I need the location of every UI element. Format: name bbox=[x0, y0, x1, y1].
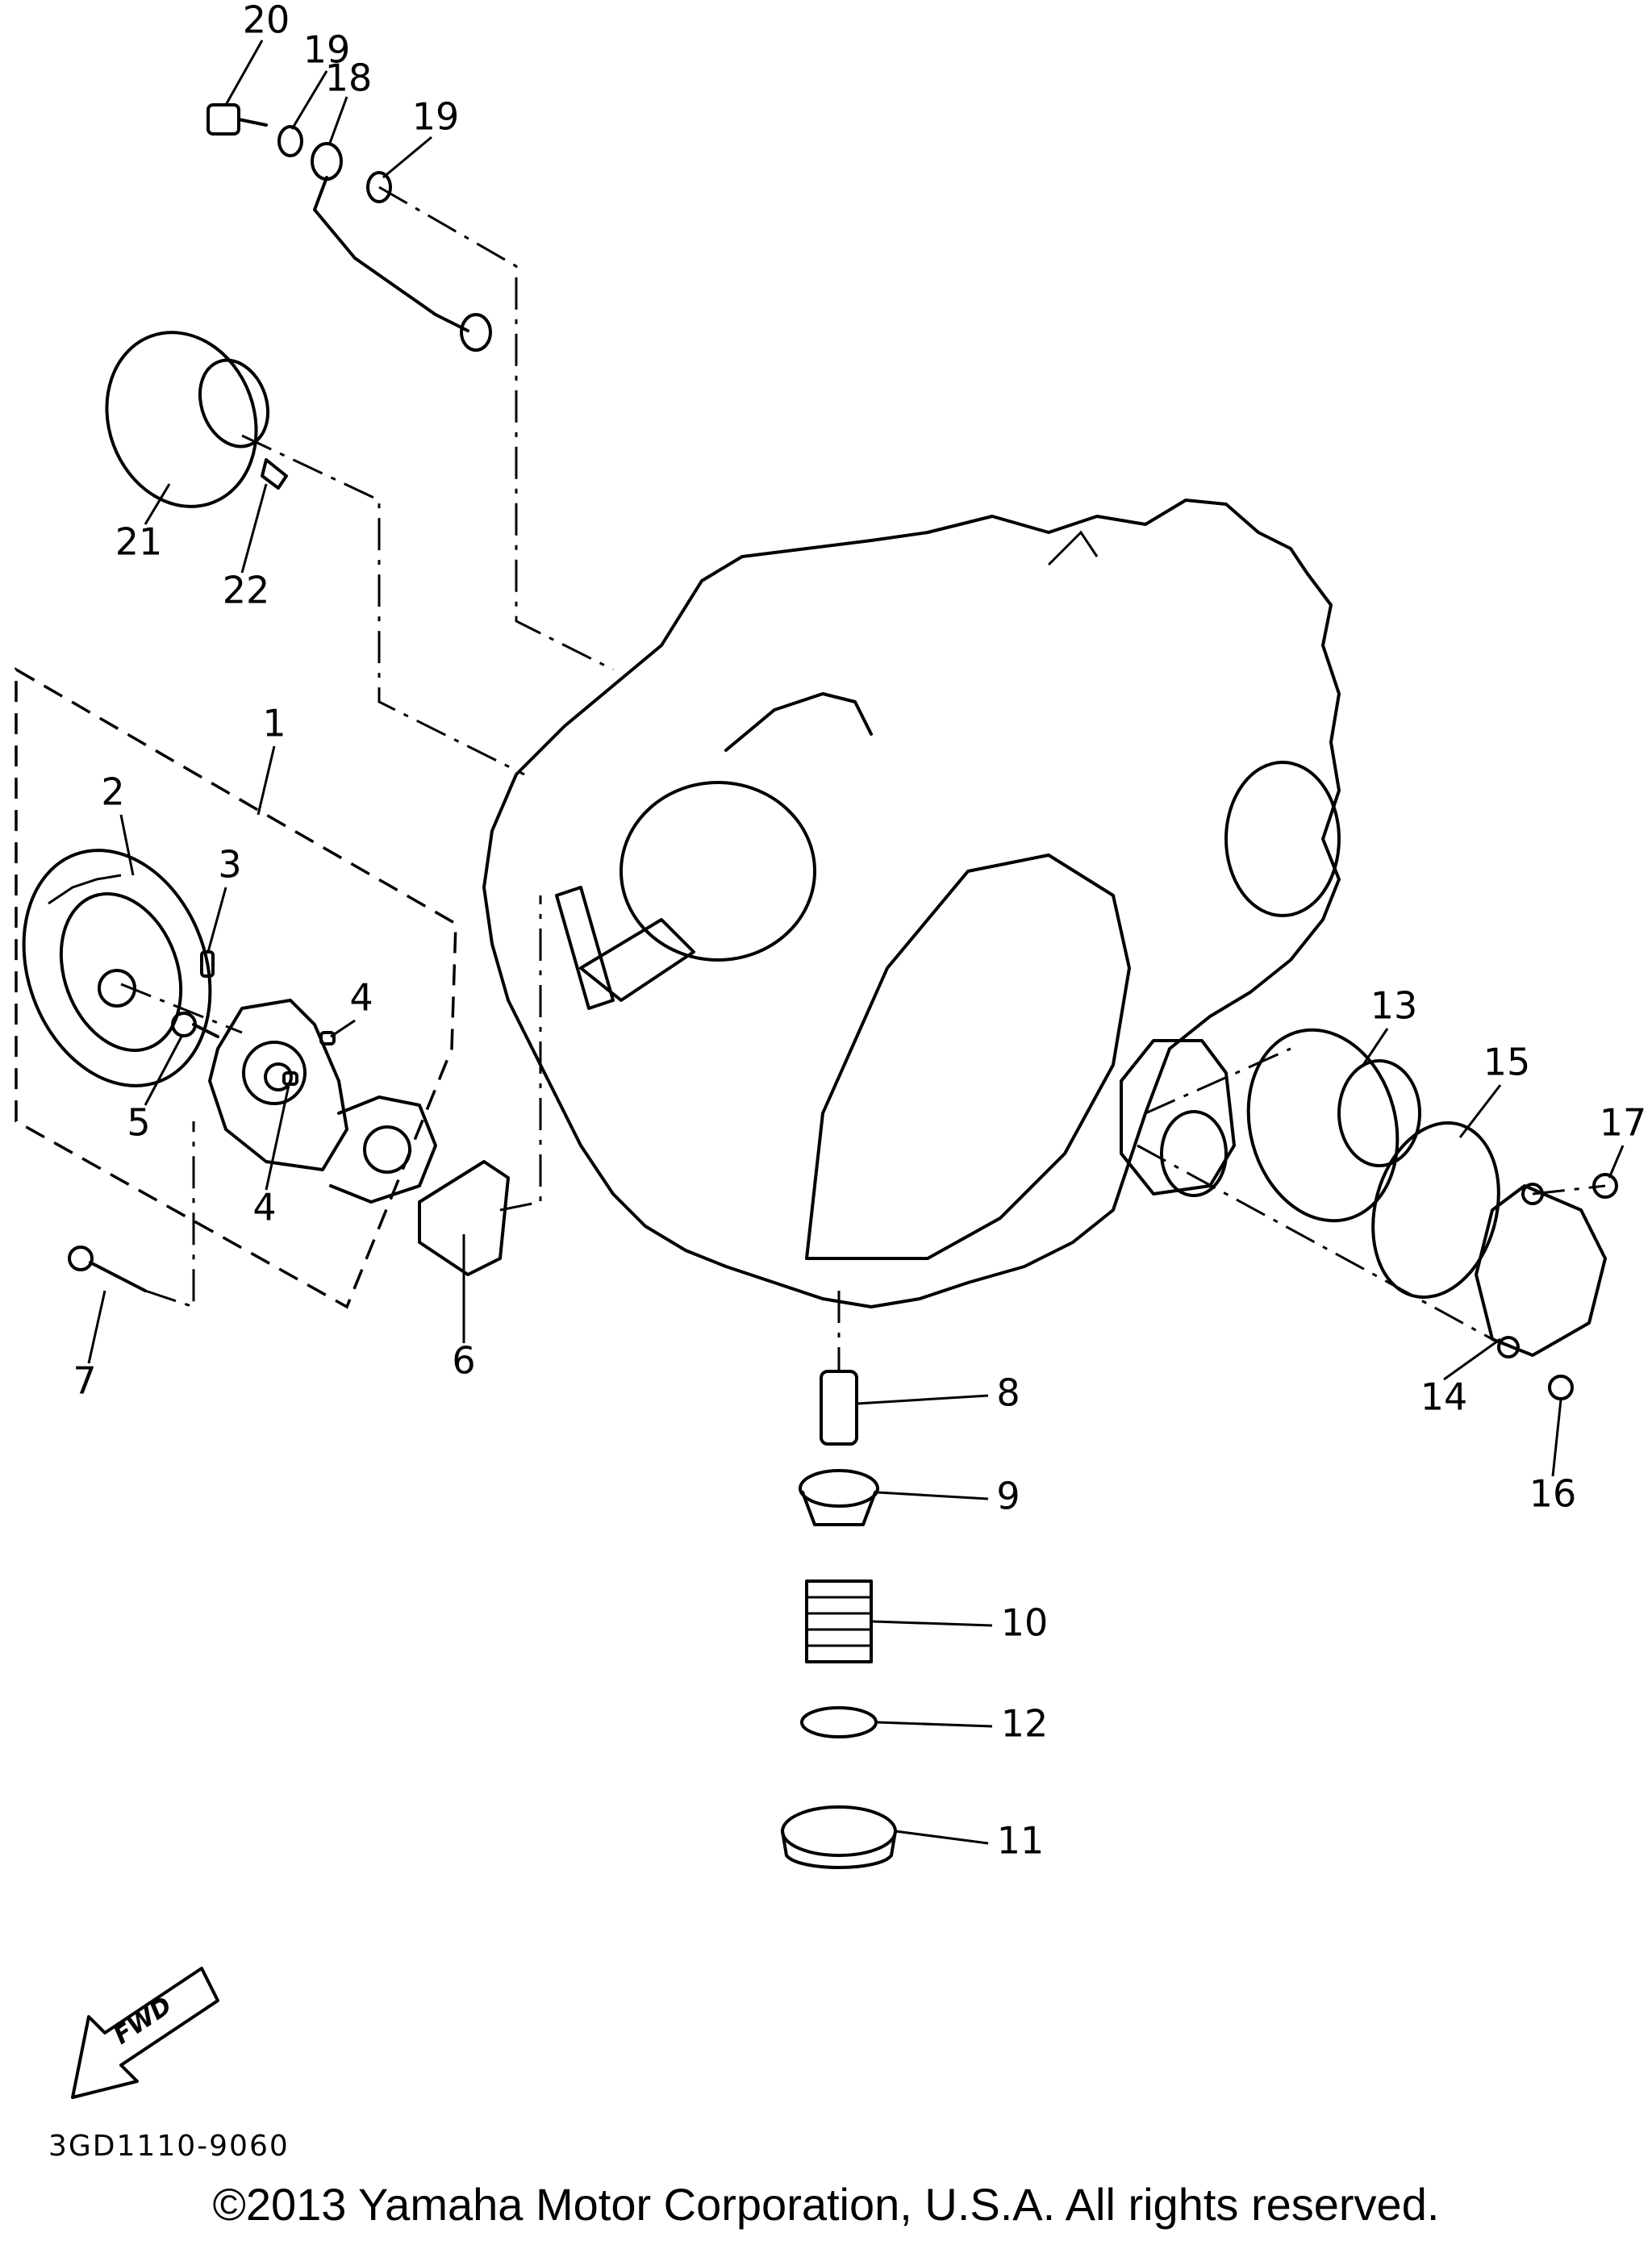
callout-6: 6 bbox=[452, 1339, 475, 1383]
fwd-label: FWD bbox=[109, 1992, 177, 2051]
crankcase-body bbox=[482, 499, 1341, 1308]
callout-4: 4 bbox=[252, 1186, 276, 1229]
oil-strainer-group bbox=[781, 1370, 897, 1869]
callout-4: 4 bbox=[349, 976, 373, 1020]
oil-filter-group bbox=[1120, 1028, 1618, 1400]
callout-22: 22 bbox=[223, 569, 270, 612]
callout-10: 10 bbox=[1001, 1601, 1049, 1645]
callout-17: 17 bbox=[1600, 1101, 1647, 1145]
oil-delivery-pipe bbox=[206, 103, 492, 352]
callout-1: 1 bbox=[262, 702, 286, 745]
leader-lines bbox=[87, 40, 1625, 1845]
callout-5: 5 bbox=[127, 1101, 150, 1145]
assembly-lines bbox=[120, 186, 1606, 1371]
callout-7: 7 bbox=[73, 1359, 96, 1403]
callout-21: 21 bbox=[115, 520, 163, 564]
callout-12: 12 bbox=[1001, 1702, 1049, 1746]
oil-pump-body bbox=[208, 999, 437, 1204]
dowel-4-upper bbox=[319, 1031, 336, 1045]
callout-19: 19 bbox=[303, 28, 351, 72]
screw-5 bbox=[171, 1012, 219, 1038]
cover-gasket bbox=[1120, 1039, 1236, 1196]
copyright-notice: ©2013 Yamaha Motor Corporation, U.S.A. A… bbox=[212, 2179, 1440, 2230]
pin-3 bbox=[200, 950, 215, 978]
callout-15: 15 bbox=[1483, 1041, 1531, 1084]
dowel-4-lower bbox=[282, 1071, 298, 1086]
callout-9: 9 bbox=[996, 1475, 1020, 1518]
callout-19: 19 bbox=[412, 95, 460, 139]
callout-3: 3 bbox=[218, 843, 241, 887]
callout-2: 2 bbox=[101, 770, 124, 814]
callout-14: 14 bbox=[1420, 1375, 1468, 1419]
callout-20: 20 bbox=[243, 0, 290, 42]
diagram-code: 3GD1110-9060 bbox=[48, 2130, 290, 2163]
drive-gear-21 bbox=[105, 331, 288, 508]
callout-11: 11 bbox=[997, 1819, 1045, 1863]
callout-18: 18 bbox=[325, 56, 373, 100]
oil-pump-drive-gear bbox=[22, 849, 212, 1087]
callout-16: 16 bbox=[1529, 1472, 1577, 1516]
gasket-6 bbox=[418, 1160, 510, 1276]
oil-pump-assembly-box bbox=[15, 666, 457, 1309]
bolt-7 bbox=[68, 1246, 147, 1292]
callout-8: 8 bbox=[996, 1371, 1020, 1415]
forward-direction-arrow: FWD bbox=[71, 1967, 219, 2099]
callout-13: 13 bbox=[1370, 984, 1418, 1028]
